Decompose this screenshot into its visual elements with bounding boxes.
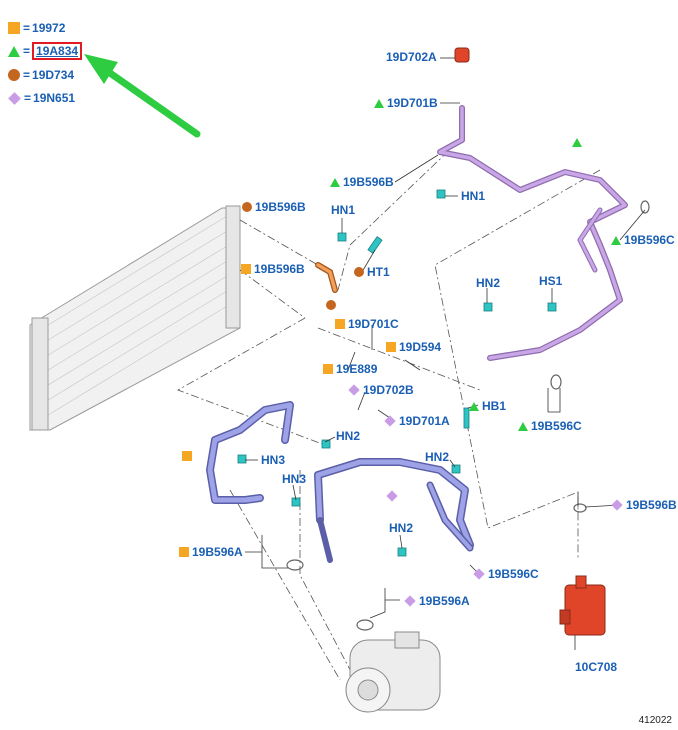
legend-item-diamond: = 19N651 bbox=[8, 90, 75, 106]
callout-19D701C[interactable]: 19D701C bbox=[335, 317, 399, 331]
diamond-symbol-icon bbox=[8, 91, 21, 105]
legend-code: 19D734 bbox=[32, 68, 75, 82]
circle-symbol-icon bbox=[326, 300, 336, 310]
callout-HN2-3[interactable]: HN2 bbox=[425, 450, 450, 464]
triangle-symbol-icon bbox=[330, 177, 340, 187]
triangle-symbol-icon bbox=[8, 45, 20, 57]
callout-19B596C-2[interactable]: 19B596C bbox=[518, 419, 582, 433]
triangle-marker bbox=[572, 138, 585, 147]
callout-19D702A[interactable]: 19D702A bbox=[386, 50, 437, 64]
callout-19D701A[interactable]: 19D701A bbox=[384, 414, 450, 428]
callout-19E889[interactable]: 19E889 bbox=[323, 362, 377, 376]
triangle-symbol-icon bbox=[374, 98, 384, 108]
callout-HT1[interactable]: HT1 bbox=[354, 265, 390, 279]
hose-lower-blue bbox=[206, 401, 474, 563]
callout-19D701B[interactable]: 19D701B bbox=[374, 96, 438, 110]
callout-HN1-1[interactable]: HN1 bbox=[331, 203, 356, 217]
callout-19B596B-1[interactable]: 19B596B bbox=[242, 200, 306, 214]
hose-upper-purple bbox=[437, 105, 628, 361]
callout-19B596C-3[interactable]: 19B596C bbox=[473, 567, 539, 581]
legend-item-circle: = 19D734 bbox=[8, 67, 74, 83]
circle-symbol-icon bbox=[354, 267, 364, 277]
circle-marker bbox=[326, 300, 339, 310]
callout-10C708[interactable]: 10C708 bbox=[575, 660, 618, 674]
callout-19D594[interactable]: 19D594 bbox=[386, 340, 441, 354]
compressor bbox=[345, 631, 441, 713]
diamond-symbol-icon bbox=[386, 490, 398, 502]
reservoir-cap bbox=[454, 47, 470, 63]
square-marker bbox=[182, 451, 195, 461]
square-symbol-icon bbox=[179, 547, 189, 557]
callout-HN2-2[interactable]: HN2 bbox=[336, 429, 361, 443]
pointer-arrow bbox=[84, 54, 201, 138]
callout-HN2-1[interactable]: HN2 bbox=[476, 276, 501, 290]
callout-19B596C-1[interactable]: 19B596C bbox=[611, 233, 675, 247]
square-symbol-icon bbox=[335, 319, 345, 329]
callout-HN3-1[interactable]: HN3 bbox=[261, 453, 286, 467]
triangle-symbol-icon bbox=[518, 421, 528, 431]
callout-19B596A-1[interactable]: 19B596A bbox=[179, 545, 243, 559]
clips bbox=[237, 189, 557, 557]
legend-item-square: = 19972 bbox=[8, 20, 65, 36]
square-symbol-icon bbox=[323, 364, 333, 374]
legend-item-triangle: = 19A834 bbox=[8, 42, 83, 60]
o-rings bbox=[286, 200, 650, 631]
callout-HN2-4[interactable]: HN2 bbox=[389, 521, 414, 535]
diamond-symbol-icon bbox=[348, 384, 360, 396]
legend-code: 19N651 bbox=[33, 91, 76, 105]
diamond-symbol-icon bbox=[384, 415, 396, 427]
circle-symbol-icon bbox=[8, 69, 20, 81]
square-symbol-icon bbox=[8, 22, 20, 34]
triangle-symbol-icon bbox=[611, 235, 621, 245]
callout-HS1[interactable]: HS1 bbox=[539, 274, 563, 288]
square-symbol-icon bbox=[182, 451, 192, 461]
callout-HN1-2[interactable]: HN1 bbox=[461, 189, 486, 203]
reference-number: 412022 bbox=[638, 715, 672, 726]
callout-19B596B-4[interactable]: 19B596B bbox=[611, 498, 677, 512]
callout-19B596B-2[interactable]: 19B596B bbox=[330, 175, 394, 189]
diamond-symbol-icon bbox=[473, 568, 485, 580]
diamond-marker bbox=[386, 490, 401, 502]
triangle-symbol-icon bbox=[469, 401, 479, 411]
callout-19B596B-3[interactable]: 19B596B bbox=[241, 262, 305, 276]
legend-code: 19972 bbox=[32, 21, 66, 35]
triangle-symbol-icon bbox=[572, 138, 582, 147]
callout-HB1[interactable]: HB1 bbox=[469, 399, 506, 413]
diamond-symbol-icon bbox=[404, 595, 416, 607]
pipe-orange bbox=[315, 262, 338, 293]
callout-19D702B[interactable]: 19D702B bbox=[348, 383, 414, 397]
callout-connectors bbox=[245, 57, 646, 650]
square-symbol-icon bbox=[386, 342, 396, 352]
legend-code-highlighted[interactable]: 19A834 bbox=[32, 42, 83, 60]
diamond-symbol-icon bbox=[611, 499, 623, 511]
circle-symbol-icon bbox=[242, 202, 252, 212]
callout-HN3-2[interactable]: HN3 bbox=[282, 472, 307, 486]
callout-19B596A-2[interactable]: 19B596A bbox=[404, 594, 470, 608]
square-symbol-icon bbox=[241, 264, 251, 274]
condenser bbox=[29, 205, 241, 431]
accumulator bbox=[559, 575, 606, 636]
